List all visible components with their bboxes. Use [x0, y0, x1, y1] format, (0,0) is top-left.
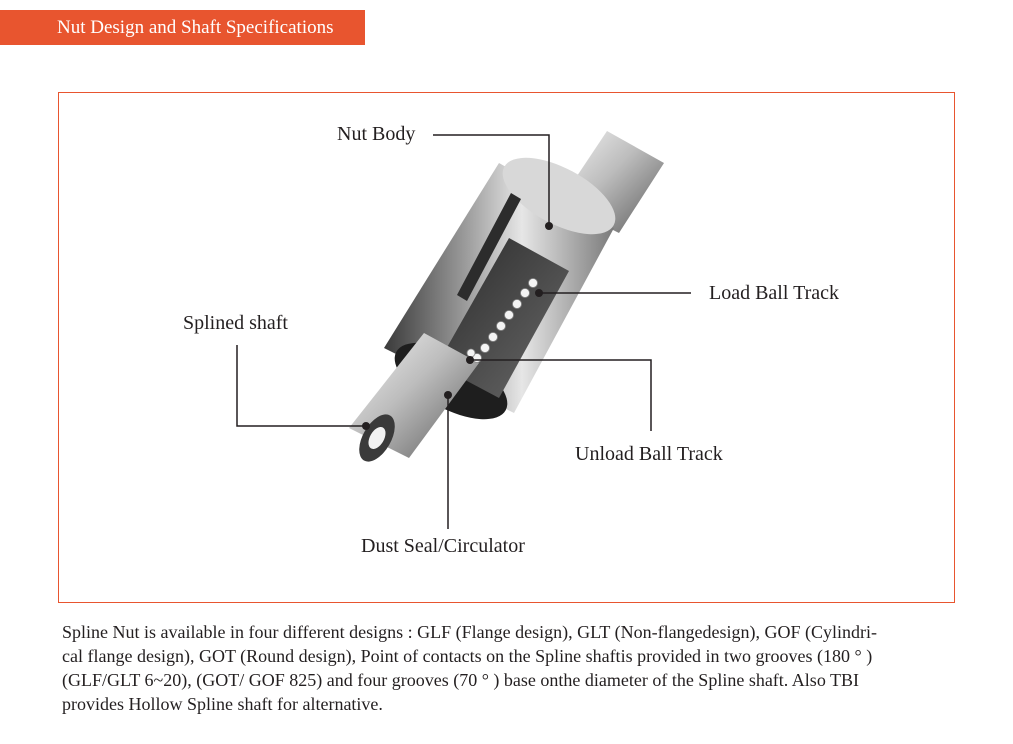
splined-shaft: [349, 333, 479, 462]
caption-line: cal flange design), GOT (Round design), …: [62, 646, 873, 666]
section-title: Nut Design and Shaft Specifications: [0, 10, 365, 45]
leader-dots: [362, 222, 553, 430]
caption-line: provides Hollow Spline shaft for alterna…: [62, 694, 383, 714]
label-dust-seal: Dust Seal/Circulator: [361, 535, 525, 557]
caption-line: (GLF/GLT 6~20), (GOT/ GOF 825) and four …: [62, 670, 859, 690]
label-nut-body: Nut Body: [337, 123, 416, 145]
ball-track-balls: [466, 278, 538, 363]
label-unload-ball-track: Unload Ball Track: [575, 443, 723, 465]
description-paragraph: Spline Nut is available in four differen…: [62, 620, 982, 716]
caption-line: Spline Nut is available in four differen…: [62, 622, 878, 642]
label-load-ball-track: Load Ball Track: [709, 282, 839, 304]
label-splined-shaft: Splined shaft: [183, 312, 288, 334]
spline-nut-illustration: [236, 131, 691, 529]
leader-lines: [236, 134, 691, 529]
figure-frame: Nut Body Splined shaft Load Ball Track U…: [58, 92, 955, 603]
